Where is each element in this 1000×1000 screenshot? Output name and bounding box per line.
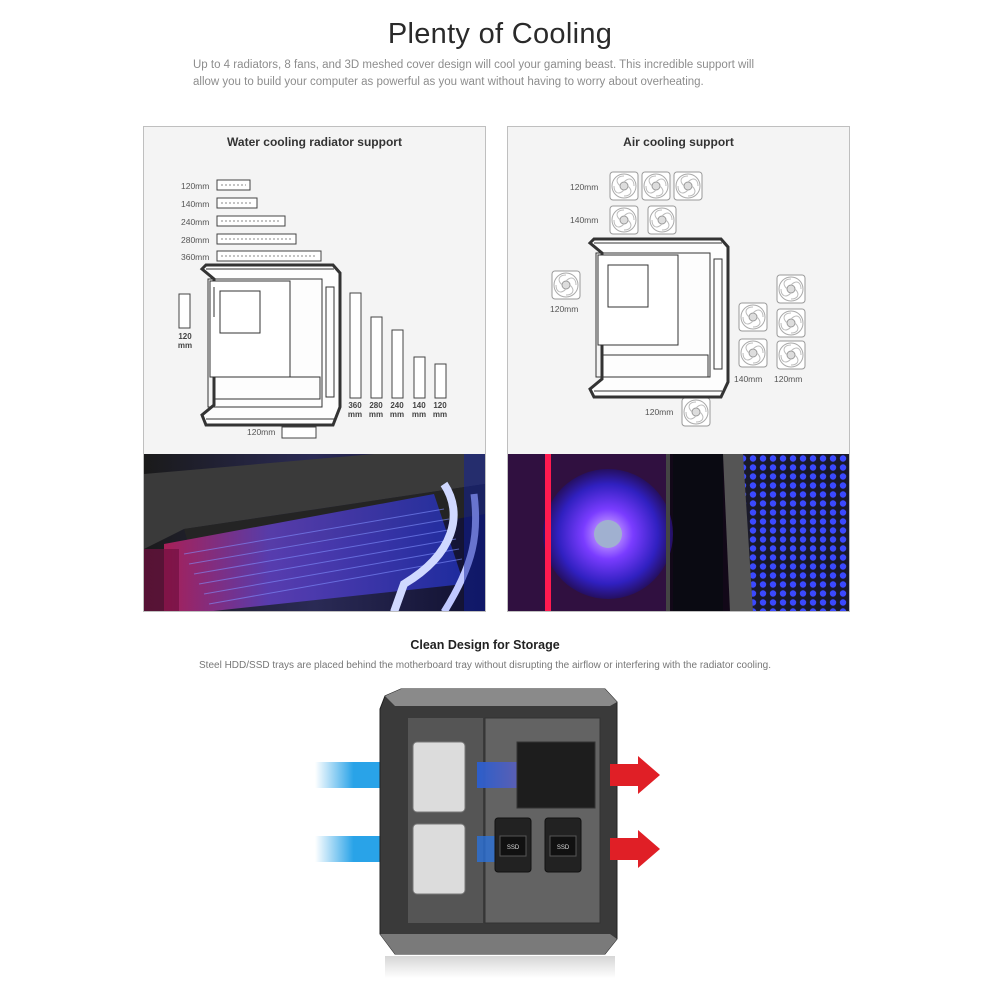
radiator-120-front-2: [434, 363, 447, 399]
intro-text-line-1: Up to 4 radiators, 8 fans, and 3D meshed…: [193, 59, 755, 71]
dim-air-front-140: 140mm: [734, 374, 763, 384]
hot-air-arrow-top: [610, 756, 660, 794]
radiator-280-front: [370, 316, 383, 399]
fan-diagram: [551, 171, 806, 427]
ssd-cage-right: SSD: [544, 817, 582, 873]
storage-case-illustration: SSD SSD: [315, 688, 660, 978]
storage-title: Clean Design for Storage: [410, 638, 560, 652]
dim-air-top-140: 140mm: [570, 215, 599, 225]
radiator-diagram: [178, 179, 447, 439]
radiator-360-front: [349, 292, 362, 399]
radiator-280-top: [216, 233, 297, 245]
dim-120mm: 120mm: [181, 181, 210, 191]
water-cooling-photo: [144, 454, 485, 611]
hot-air-arrow-bottom: [610, 830, 660, 868]
page-title: Plenty of Cooling: [387, 18, 613, 50]
water-cooling-title: Water cooling radiator support: [227, 135, 402, 149]
radiator-140-front: [413, 356, 426, 399]
radiator-120-bottom: [281, 426, 317, 439]
case-outline-air: [587, 237, 730, 399]
dim-air-front-120: 120mm: [774, 374, 803, 384]
dim-bottom-120mm: 120mm: [247, 427, 276, 437]
dim-280mm: 280mm: [181, 235, 210, 245]
cool-air-arrow-top: [315, 762, 385, 788]
cool-air-arrow-bottom: [315, 836, 385, 862]
dim-air-top-120: 120mm: [570, 182, 599, 192]
ssd-cage-left: SSD: [494, 817, 532, 873]
dim-240mm: 240mm: [181, 217, 210, 227]
ssd-label-right: SSD: [557, 845, 570, 851]
hdd-tray-top: [412, 741, 466, 813]
dim-360mm: 360mm: [181, 252, 210, 262]
air-cooling-title: Air cooling support: [623, 135, 734, 149]
intro-text-line-2: allow you to build your computer as powe…: [193, 76, 704, 88]
ssd-label-left: SSD: [507, 845, 520, 851]
radiator-240-front: [391, 329, 404, 399]
hdd-tray-bottom: [412, 823, 466, 895]
radiator-120-rear: [178, 293, 191, 329]
dim-140mm: 140mm: [181, 199, 210, 209]
air-cooling-photo: [508, 454, 849, 611]
dim-air-rear: 120mm: [550, 304, 579, 314]
storage-description: Steel HDD/SSD trays are placed behind th…: [199, 660, 771, 671]
case-outline-water: [199, 263, 342, 427]
water-cooling-panel: Water cooling radiator support: [143, 126, 486, 612]
air-cooling-panel: Air cooling support: [507, 126, 850, 612]
dim-air-bottom: 120mm: [645, 407, 674, 417]
